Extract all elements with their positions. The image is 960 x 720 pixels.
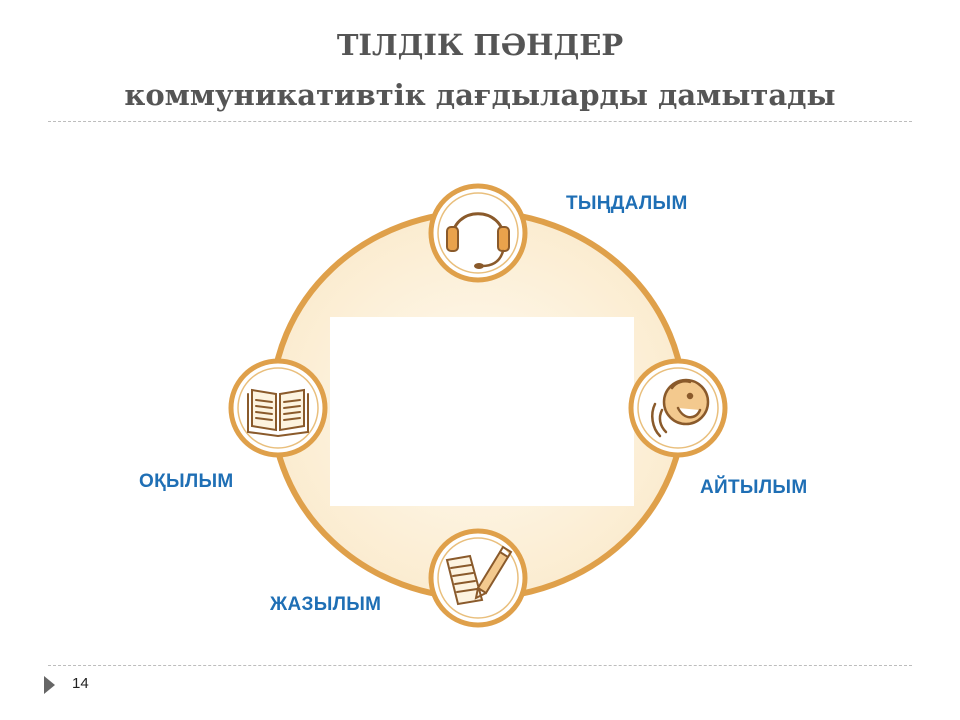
- page-number: 14: [72, 675, 89, 692]
- node-writing: [428, 528, 528, 628]
- node-listening: [428, 183, 528, 283]
- center-panel: [330, 317, 634, 506]
- slide-title: ТІЛДІК ПӘНДЕР: [336, 28, 624, 62]
- node-speaking: [628, 358, 728, 458]
- label-writing: ЖАЗЫЛЫМ: [270, 594, 382, 615]
- top-divider: [48, 121, 912, 122]
- slide-subtitle: коммуникативтік дағдыларды дамытады: [124, 78, 836, 112]
- speaking-face-icon: [651, 378, 710, 438]
- label-speaking: АЙТЫЛЫМ: [700, 477, 808, 498]
- triangle-marker-icon: [44, 676, 55, 694]
- label-listening: ТЫҢДАЛЫМ: [566, 193, 688, 214]
- pen-paper-icon: [445, 545, 513, 606]
- headphones-icon: [446, 212, 510, 269]
- label-reading: ОҚЫЛЫМ: [139, 471, 234, 492]
- node-reading: [228, 358, 328, 458]
- bottom-divider: [48, 665, 912, 666]
- open-book-icon: [247, 388, 309, 438]
